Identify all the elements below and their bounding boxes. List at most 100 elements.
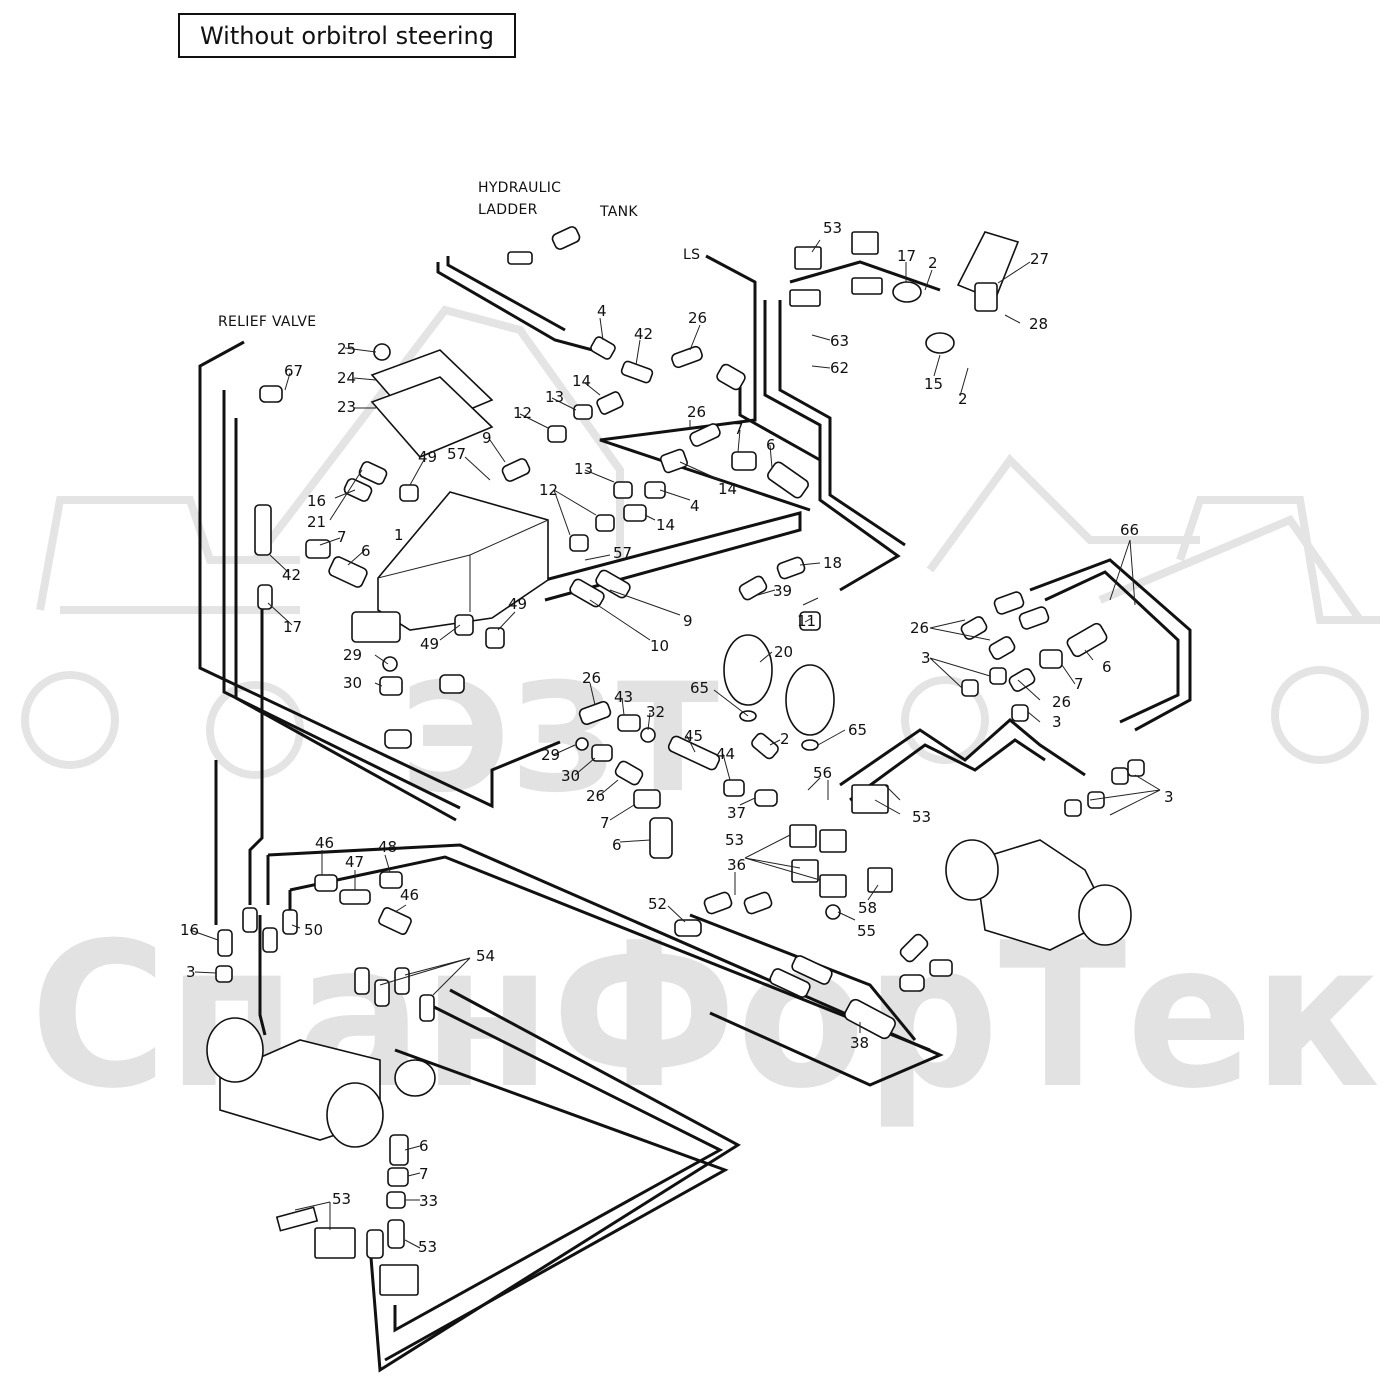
clamp-53-rear — [379, 1264, 419, 1296]
callout-50: 50 — [304, 921, 323, 939]
fitting-49-left — [399, 484, 419, 502]
watermark-tractor-right — [1176, 496, 1380, 624]
callout-42-upper: 42 — [634, 325, 653, 343]
fitting-right-tube-a — [993, 591, 1025, 615]
callout-53-top: 53 — [823, 219, 842, 237]
watermark-house-right — [926, 453, 1364, 623]
callout-6-left: 6 — [361, 542, 371, 560]
fittings — [215, 226, 1145, 1296]
fitting-14-mid — [659, 448, 689, 474]
callout-53-rear-upper: 53 — [332, 1190, 351, 1208]
callout-23: 23 — [337, 398, 356, 416]
callout-3-right-a: 3 — [921, 649, 931, 667]
fitting-3-right-g — [1127, 759, 1145, 777]
fitting-43 — [617, 714, 641, 732]
callout-26-top: 26 — [688, 309, 707, 327]
clamp-53-a — [789, 824, 817, 848]
clamp-63-plate-b — [851, 277, 883, 295]
callout-57-upper: 57 — [447, 445, 466, 463]
callout-25: 25 — [337, 340, 356, 358]
fitting-6-mid — [767, 461, 809, 499]
callout-18: 18 — [823, 554, 842, 572]
fitting-7-mid — [731, 451, 757, 471]
fitting-33 — [386, 1191, 406, 1209]
callout-26-bottom: 26 — [586, 787, 605, 805]
fitting-18 — [776, 556, 806, 580]
fitting-6-right — [1066, 622, 1108, 658]
callout-7-bottom: 7 — [600, 814, 610, 832]
callout-46-upper: 46 — [315, 834, 334, 852]
callout-66: 66 — [1120, 521, 1139, 539]
callout-29-lower: 29 — [541, 746, 560, 764]
cover-gasket — [370, 376, 494, 458]
label-ladder: LADDER — [478, 202, 538, 218]
callout-48: 48 — [378, 838, 397, 856]
callout-11: 11 — [797, 612, 816, 630]
fitting-36-a — [703, 891, 733, 915]
callout-42-left: 42 — [282, 566, 301, 584]
fitting-3-right-e — [1087, 791, 1105, 809]
fitting-12-lower — [595, 514, 615, 532]
callout-65-left: 65 — [690, 679, 709, 697]
fitting-30-lower — [591, 744, 613, 762]
fitting-11 — [799, 611, 821, 631]
main-valve-block-edge — [377, 519, 549, 612]
fitting-50-c — [282, 909, 298, 935]
callout-26-right-lower: 26 — [1052, 693, 1071, 711]
callout-6-bottom: 6 — [612, 836, 622, 854]
rear-axle-hub-right — [326, 1082, 384, 1148]
clamp-53-c — [791, 859, 819, 883]
washer-29-lower — [575, 737, 589, 751]
clamp-58 — [867, 867, 893, 893]
callout-13-upper: 13 — [545, 388, 564, 406]
callout-53-right: 53 — [912, 808, 931, 826]
clamp-53-top-b — [851, 231, 879, 255]
callout-55: 55 — [857, 922, 876, 940]
diagram-title: Without orbitrol steering — [178, 13, 516, 58]
callout-46-lower: 46 — [400, 886, 419, 904]
watermark-wheel-right-2 — [1271, 666, 1369, 764]
callout-54: 54 — [476, 947, 495, 965]
callout-20: 20 — [774, 643, 793, 661]
callout-4-top: 4 — [597, 302, 607, 320]
fitting-49-mid — [454, 614, 474, 636]
callout-17-top: 17 — [897, 247, 916, 265]
fitting-elbow-lower-left — [384, 729, 412, 749]
pipe-right-circuit — [839, 718, 1086, 787]
fitting-6-rear — [389, 1134, 409, 1166]
fitting-54-a — [354, 967, 370, 995]
steering-cylinder — [844, 998, 896, 1040]
washer-32 — [640, 727, 656, 743]
accumulator-right — [785, 664, 835, 736]
rear-axle-brake-block — [394, 1059, 436, 1097]
fitting-30-upper — [379, 676, 403, 696]
callout-58: 58 — [858, 899, 877, 917]
callout-36: 36 — [727, 856, 746, 874]
clamp-53-d — [819, 874, 847, 898]
fitting-37-elbow — [754, 789, 778, 807]
watermark-wheel-left — [21, 671, 119, 769]
pipe-hydraulic-ladder-2 — [446, 256, 566, 332]
fitting-rear-pair-a — [366, 1229, 384, 1259]
washer-55 — [825, 904, 841, 920]
accumulator-right-seal — [801, 739, 819, 751]
clamp-53-top-a — [794, 246, 822, 270]
pipe-aux-lower — [258, 915, 267, 1036]
callout-24: 24 — [337, 369, 356, 387]
callout-26-lower: 26 — [582, 669, 601, 687]
fitting-49-right — [485, 627, 505, 649]
pipe-pedal-loop — [789, 260, 941, 292]
fitting-50-b — [262, 927, 278, 953]
fitting-right-brake-a — [769, 968, 811, 998]
callout-44: 44 — [716, 745, 735, 763]
watermark-tractor-left — [36, 496, 300, 614]
callout-52: 52 — [648, 895, 667, 913]
fitting-tank — [551, 226, 581, 250]
fitting-4-mid — [644, 481, 666, 499]
accumulator-left — [723, 634, 773, 706]
fitting-13-upper — [573, 404, 593, 420]
callout-4-mid: 4 — [690, 497, 700, 515]
callout-7-mid: 7 — [734, 420, 744, 438]
watermark-wheel-left-2 — [206, 681, 304, 779]
callout-29-upper: 29 — [343, 646, 362, 664]
